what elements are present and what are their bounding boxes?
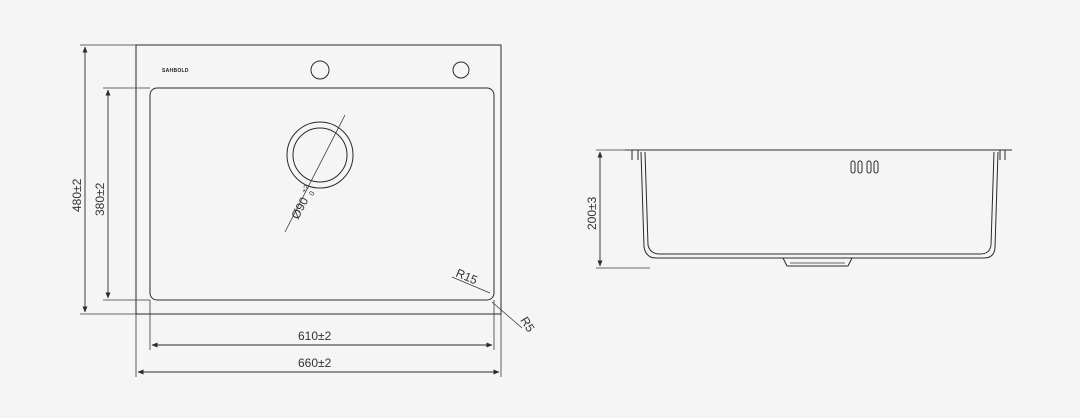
dim-outer-height-label: 480±2 — [70, 178, 84, 212]
drain-diameter-text: Ø90 — [288, 195, 311, 222]
bowl-body-inner — [644, 151, 995, 255]
dim-depth: 200±3 — [585, 149, 650, 269]
side-view: 200±3 — [585, 149, 1012, 269]
bowl-inner-outline — [149, 87, 495, 301]
drain-leader-line — [284, 114, 346, 233]
rim-right-lip — [999, 150, 1006, 160]
dim-depth-label: 200±3 — [585, 196, 599, 230]
rim-left-lip — [631, 150, 639, 160]
r15-leader-line — [451, 276, 491, 294]
dim-inner-width-label: 610±2 — [298, 329, 332, 343]
dim-outer-width-label: 660±2 — [298, 356, 332, 370]
r5-leader-line — [491, 301, 523, 329]
dim-inner-height: 380±2 — [93, 87, 150, 301]
faucet-hole-right — [452, 61, 470, 79]
top-view: SAHBOLD Ø90 +2 0 R15 R5 480±2 — [70, 44, 538, 377]
drain-tol-lower: 0 — [308, 190, 316, 197]
brand-logo-text: SAHBOLD — [162, 68, 189, 74]
overflow-slots — [850, 160, 879, 174]
drain-outer-ring — [286, 121, 354, 189]
r15-label: R15 — [454, 266, 480, 288]
drain-bump — [782, 257, 853, 267]
bowl-body-outer — [640, 151, 999, 259]
sink-outer-outline — [135, 44, 502, 315]
r5-label: R5 — [517, 314, 537, 335]
dim-outer-width: 660±2 — [135, 314, 502, 377]
dim-inner-height-label: 380±2 — [93, 182, 107, 216]
drain-tol-upper: +2 — [301, 184, 311, 194]
dim-outer-height: 480±2 — [70, 44, 136, 315]
drain-diameter-label: Ø90 +2 0 — [288, 184, 316, 222]
dim-inner-width: 610±2 — [149, 300, 495, 350]
brand-logo: SAHBOLD — [162, 68, 189, 74]
drain-inner-ring — [292, 127, 348, 183]
faucet-hole-left — [310, 60, 330, 80]
